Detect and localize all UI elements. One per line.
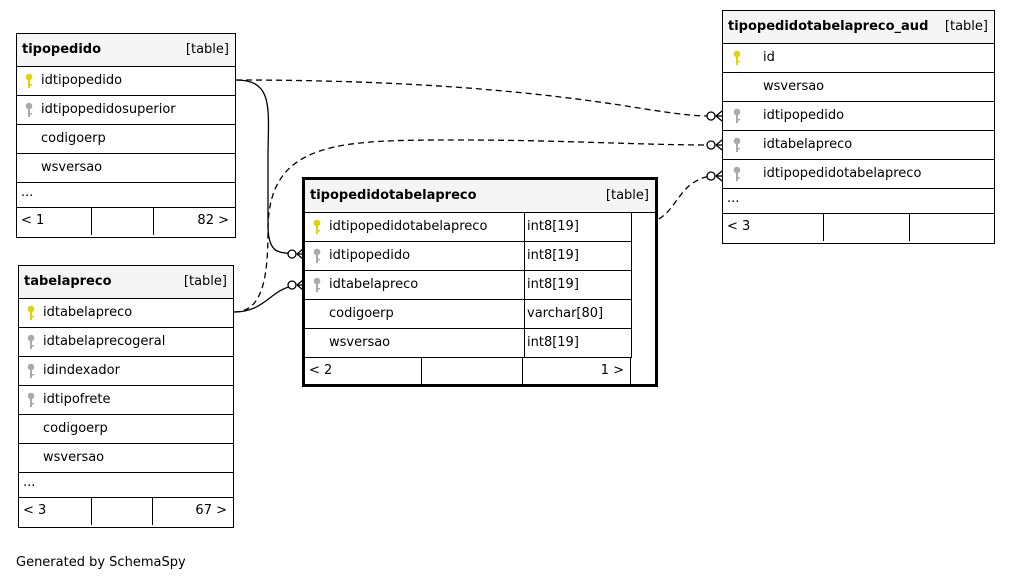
column-row[interactable]: codigoerp bbox=[19, 415, 233, 444]
column-row[interactable]: idtabelapreco bbox=[19, 299, 233, 328]
table-footer: < 1 82 > bbox=[17, 208, 235, 235]
column-name: codigoerp bbox=[43, 421, 108, 436]
table-header: tipopedido [table] bbox=[17, 34, 235, 67]
column-row[interactable]: wsversao bbox=[19, 444, 233, 473]
crows-foot-icon bbox=[287, 279, 304, 291]
edge-tipopedido-ttp bbox=[235, 79, 294, 255]
table-footer: < 3 67 > bbox=[19, 498, 233, 525]
crows-foot-icon bbox=[287, 248, 304, 260]
column-name: idtabelapreco bbox=[763, 137, 853, 152]
parents-count[interactable]: < 2 bbox=[309, 363, 333, 378]
column-row[interactable]: wsversao bbox=[17, 154, 235, 183]
primary-key-icon bbox=[26, 305, 36, 321]
column-name: idtipopedidosuperior bbox=[41, 102, 176, 117]
primary-key-icon bbox=[24, 73, 34, 89]
column-row[interactable]: idtabelaprecogeral bbox=[19, 328, 233, 357]
children-count[interactable]: 1 > bbox=[600, 363, 624, 378]
parents-count[interactable]: < 3 bbox=[23, 503, 47, 518]
more-columns: ... bbox=[19, 473, 233, 498]
foreign-key-icon bbox=[26, 334, 36, 350]
column-row[interactable]: codigoerp bbox=[17, 125, 235, 154]
table-kind: [table] bbox=[183, 274, 227, 289]
table-tipopedidotabelapreco-aud[interactable]: tipopedidotabelapreco_aud [table] id wsve… bbox=[722, 10, 995, 244]
foreign-key-icon bbox=[26, 392, 36, 408]
foreign-key-icon bbox=[312, 277, 322, 293]
column-name: idtipopedido bbox=[41, 73, 123, 88]
column-row[interactable]: idtipopedido bbox=[723, 102, 994, 131]
column-row[interactable]: idtabelapreco int8[19] bbox=[305, 271, 631, 300]
column-name: idtabelapreco bbox=[43, 305, 133, 320]
crows-foot-icon bbox=[706, 110, 723, 122]
table-kind: [table] bbox=[605, 188, 649, 203]
column-name: idtipopedidotabelapreco bbox=[763, 166, 922, 181]
foreign-key-icon bbox=[732, 166, 742, 182]
foreign-key-icon bbox=[732, 108, 742, 124]
column-row[interactable]: idindexador bbox=[19, 357, 233, 386]
table-name[interactable]: tipopedidotabelapreco_aud bbox=[728, 19, 929, 34]
primary-key-icon bbox=[312, 219, 322, 235]
foreign-key-icon bbox=[26, 363, 36, 379]
table-name[interactable]: tipopedido bbox=[22, 42, 102, 57]
edge-tabelapreco-aud bbox=[233, 139, 712, 313]
column-row[interactable]: wsversao bbox=[723, 73, 994, 102]
more-columns: ... bbox=[723, 189, 994, 214]
column-name: idtipopedido bbox=[329, 248, 411, 263]
table-footer: < 3 bbox=[723, 214, 994, 241]
table-tabelapreco[interactable]: tabelapreco [table] idtabelapreco idtabel… bbox=[18, 265, 234, 528]
column-row[interactable]: idtipopedido int8[19] bbox=[305, 242, 631, 271]
table-footer: < 2 1 > bbox=[305, 358, 631, 385]
column-row[interactable]: id bbox=[723, 44, 994, 73]
column-type: varchar[80] bbox=[527, 306, 604, 321]
column-row[interactable]: wsversao int8[19] bbox=[305, 329, 631, 358]
column-row[interactable]: idtipopedido bbox=[17, 67, 235, 96]
table-kind: [table] bbox=[185, 42, 229, 57]
primary-key-icon bbox=[732, 50, 742, 66]
column-type: int8[19] bbox=[527, 219, 579, 234]
foreign-key-icon bbox=[732, 137, 742, 153]
column-name: id bbox=[763, 50, 775, 65]
column-name: idtabelaprecogeral bbox=[43, 334, 166, 349]
table-kind: [table] bbox=[944, 19, 988, 34]
column-name: idtipopedidotabelapreco bbox=[329, 219, 488, 234]
column-row[interactable]: idtipofrete bbox=[19, 386, 233, 415]
column-name: wsversao bbox=[41, 160, 103, 175]
table-name[interactable]: tipopedidotabelapreco bbox=[310, 188, 477, 203]
generated-by-credit: Generated by SchemaSpy bbox=[16, 555, 186, 570]
more-columns: ... bbox=[17, 183, 235, 208]
column-row[interactable]: idtipopedidotabelapreco bbox=[723, 160, 994, 189]
column-name: idtipopedido bbox=[763, 108, 845, 123]
edge-tabelapreco-ttp bbox=[233, 285, 294, 313]
crows-foot-icon bbox=[706, 170, 723, 182]
table-name[interactable]: tabelapreco bbox=[24, 274, 112, 289]
column-row[interactable]: idtabelapreco bbox=[723, 131, 994, 160]
children-count[interactable]: 82 > bbox=[197, 213, 229, 228]
column-name: wsversao bbox=[43, 450, 105, 465]
foreign-key-icon bbox=[24, 102, 34, 118]
edge-tipopedido-aud bbox=[235, 79, 712, 117]
table-tipopedido[interactable]: tipopedido [table] idtipopedido idtipoped… bbox=[16, 33, 236, 238]
foreign-key-icon bbox=[312, 248, 322, 264]
children-count[interactable]: 67 > bbox=[195, 503, 227, 518]
crows-foot-icon bbox=[706, 139, 723, 151]
parents-count[interactable]: < 1 bbox=[21, 213, 45, 228]
column-name: idtabelapreco bbox=[329, 277, 419, 292]
table-header: tipopedidotabelapreco_aud [table] bbox=[723, 11, 994, 44]
column-name: idindexador bbox=[43, 363, 120, 378]
column-name: wsversao bbox=[329, 335, 391, 350]
column-row[interactable]: idtipopedidotabelapreco int8[19] bbox=[305, 213, 631, 242]
table-header: tipopedidotabelapreco [table] bbox=[305, 180, 655, 213]
column-row[interactable]: idtipopedidosuperior bbox=[17, 96, 235, 125]
parents-count[interactable]: < 3 bbox=[727, 219, 751, 234]
column-row[interactable]: codigoerp varchar[80] bbox=[305, 300, 631, 329]
table-header: tabelapreco [table] bbox=[19, 266, 233, 299]
column-name: codigoerp bbox=[329, 306, 394, 321]
table-tipopedidotabelapreco[interactable]: tipopedidotabelapreco [table] idtipopedi… bbox=[302, 177, 658, 387]
column-type: int8[19] bbox=[527, 277, 579, 292]
column-name: idtipofrete bbox=[43, 392, 111, 407]
column-name: codigoerp bbox=[41, 131, 106, 146]
column-name: wsversao bbox=[763, 79, 825, 94]
column-type: int8[19] bbox=[527, 335, 579, 350]
column-type: int8[19] bbox=[527, 248, 579, 263]
